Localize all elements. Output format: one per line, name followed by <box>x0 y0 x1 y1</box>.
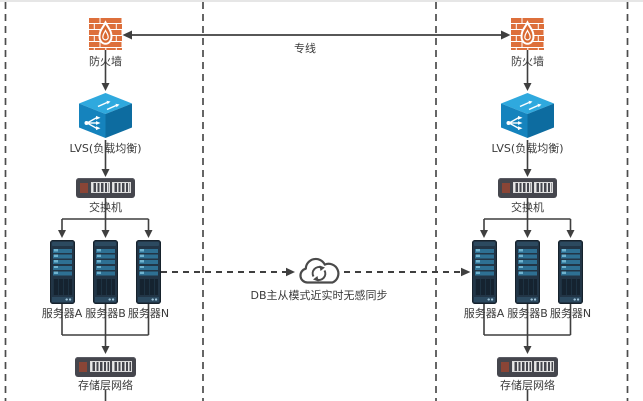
storage-network-icon <box>75 357 136 377</box>
server-n-label: 服务器N <box>127 307 170 320</box>
rack-tag <box>79 362 87 372</box>
db-sync-connector <box>161 267 471 277</box>
server-tower-icon <box>471 240 497 304</box>
rack-tag <box>501 362 509 372</box>
load-balancer-icon <box>79 93 132 138</box>
server-a-label: 服务器A <box>41 307 83 320</box>
rack-ports <box>534 361 554 372</box>
rack-ports <box>112 361 132 372</box>
rack-tag <box>502 183 510 193</box>
load-balancer-label: LVS(负载均衡) <box>491 142 564 155</box>
firewall-icon <box>89 18 122 50</box>
server-tower-icon <box>49 240 75 304</box>
switch-icon <box>498 178 557 198</box>
rack-ports <box>90 361 110 372</box>
firewall-icon <box>511 18 544 50</box>
zone-connectors <box>480 50 575 401</box>
zone-connectors <box>58 50 153 401</box>
datacenter-zone-left: 防火墙 <box>35 2 176 401</box>
server-a-label: 服务器A <box>463 307 505 320</box>
load-balancer-label: LVS(负载均衡) <box>69 142 142 155</box>
server-tower-icon <box>93 240 118 304</box>
rack-ports <box>112 182 131 193</box>
storage-network-label: 存储层网络 <box>500 379 555 392</box>
db-sync-label: DB主从模式近实时无感同步 <box>250 289 388 302</box>
firewall-label: 防火墙 <box>511 55 544 68</box>
rack-ports <box>512 361 532 372</box>
server-tower-icon <box>515 240 540 304</box>
switch-label: 交换机 <box>511 201 544 214</box>
server-tower-icon <box>136 240 161 304</box>
switch-icon <box>76 178 135 198</box>
dedicated-line-label: 专线 <box>294 42 316 55</box>
rack-ports <box>91 182 110 193</box>
server-b-label: 服务器B <box>507 307 548 320</box>
server-b-label: 服务器B <box>85 307 126 320</box>
firewall-label: 防火墙 <box>89 55 122 68</box>
rack-ports <box>534 182 553 193</box>
rack-tag <box>80 183 88 193</box>
storage-network-icon <box>497 357 558 377</box>
server-n-label: 服务器N <box>549 307 592 320</box>
rack-ports <box>513 182 532 193</box>
datacenter-zone-right: 防火墙 <box>457 2 598 401</box>
storage-network-label: 存储层网络 <box>78 379 133 392</box>
server-tower-icon <box>558 240 583 304</box>
dedicated-line-arrow <box>122 30 511 40</box>
load-balancer-icon <box>501 93 554 138</box>
switch-label: 交换机 <box>89 201 122 214</box>
cloud-sync-icon <box>299 257 340 284</box>
